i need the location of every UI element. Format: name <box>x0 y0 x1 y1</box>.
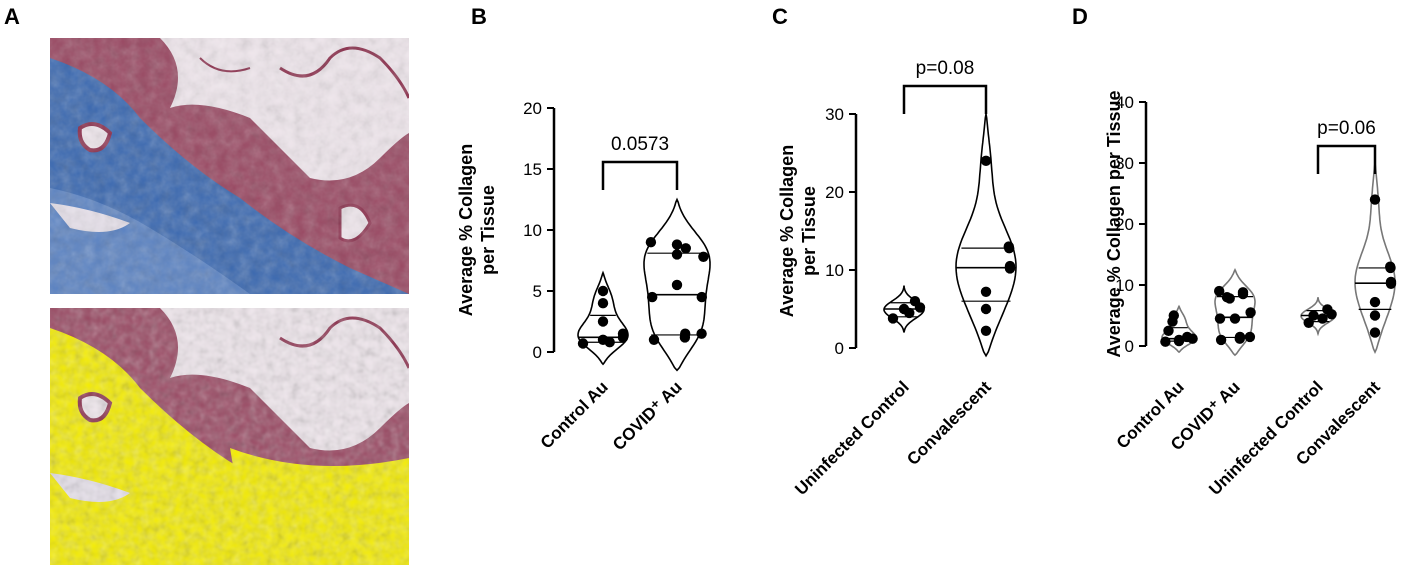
panel-b-data-point <box>671 239 683 250</box>
panel-b-y-tick-label: 15 <box>523 160 542 179</box>
panel-d-violin <box>1214 268 1256 357</box>
panel-d-data-point <box>1229 313 1241 324</box>
panel-b-significance-bracket <box>601 160 679 190</box>
panel-c-data-point <box>909 296 921 307</box>
panel-b-data-point <box>597 285 609 297</box>
panel-d-data-point <box>1221 292 1233 303</box>
panel-b-data-point <box>617 328 629 339</box>
panel-label-b: B <box>471 4 487 29</box>
panel-d-data-point <box>1385 276 1397 288</box>
panel-b-data-point <box>696 291 707 303</box>
panel-d-data-point <box>1237 287 1249 298</box>
collagen-threshold-image <box>50 308 409 565</box>
panel-b-data-point <box>671 249 683 260</box>
panel-d-p-value-label: p=0.06 <box>1317 118 1376 139</box>
panel-d-data-point <box>1317 313 1328 324</box>
panel-b-category-label: COVID⁺ Au <box>609 377 686 454</box>
panel-c-y-tick-label: 0 <box>835 339 844 358</box>
panel-c-data-point <box>1003 241 1014 252</box>
panel-c-category-label: Uninfected Control <box>791 377 913 499</box>
panel-label-d: D <box>1072 4 1088 29</box>
panel-c-significance-bracket <box>902 84 988 114</box>
panel-c-data-point <box>980 325 992 336</box>
panel-b-data-point <box>645 237 657 248</box>
panel-c-violin <box>955 113 1017 358</box>
panel-d-data-point <box>1322 304 1333 315</box>
panel-b-y-tick-label: 10 <box>523 221 542 240</box>
panel-c-y-tick-label: 10 <box>825 261 844 280</box>
panel-label-a: A <box>4 4 20 29</box>
panel-b-p-value-label: 0.0573 <box>611 134 669 155</box>
panel-d-violin <box>1354 162 1396 354</box>
panel-b-data-point <box>647 291 658 303</box>
panel-b-data-point <box>577 338 589 349</box>
masson-trichrome-image <box>50 38 409 294</box>
panel-d-data-point <box>1369 327 1381 338</box>
panel-d-y-tick-label: 40 <box>1115 93 1134 112</box>
panel-c-y-tick-label: 20 <box>825 183 844 202</box>
panel-d-data-point <box>1244 331 1256 343</box>
panel-c-p-value-label: p=0.08 <box>916 58 975 79</box>
panel-b-data-point <box>597 316 609 327</box>
panel-c-data-point <box>1004 260 1016 272</box>
panel-d-y-tick-label: 20 <box>1115 215 1134 234</box>
panel-d-data-point <box>1245 307 1256 318</box>
panel-b-data-point <box>648 334 660 345</box>
panel-label-c: C <box>772 4 788 29</box>
panel-b-data-point <box>597 334 609 345</box>
panel-c-data-point <box>980 286 992 297</box>
panel-b-data-point <box>671 279 683 291</box>
panel-b-violin <box>643 197 711 372</box>
panel-d-data-point <box>1308 310 1319 321</box>
panel-c-data-point <box>980 155 992 166</box>
panel-b-data-point <box>680 243 691 254</box>
panel-b-data-point <box>696 328 707 339</box>
panel-b-category-label: Control Au <box>537 377 612 452</box>
panel-d-data-point <box>1182 331 1193 343</box>
panel-d-data-point <box>1369 194 1381 205</box>
panel-c-data-point <box>898 303 910 315</box>
panel-d-data-point <box>1173 334 1185 346</box>
panel-d-data-point <box>1385 261 1396 272</box>
panel-d-data-point <box>1234 331 1246 343</box>
panel-d-significance-bracket <box>1316 144 1377 174</box>
panel-c-y-axis-label: per Tissue <box>799 186 819 276</box>
panel-b-data-point <box>597 298 609 309</box>
panel-c-data-point <box>887 313 899 324</box>
panel-d-y-tick-label: 0 <box>1125 337 1134 356</box>
panel-b-data-point <box>680 328 691 339</box>
panel-d-data-point <box>1163 325 1174 336</box>
panel-d-data-point <box>1214 285 1225 297</box>
panel-b-data-point <box>698 251 709 262</box>
panel-c-y-tick-label: 30 <box>825 105 844 124</box>
panel-d-data-point <box>1160 336 1171 347</box>
panel-c-category-label: Convalescent <box>903 377 995 469</box>
panel-b-y-axis-label: per Tissue <box>478 185 498 275</box>
panel-b-y-tick-label: 0 <box>533 343 542 362</box>
panel-d-data-point <box>1369 310 1381 321</box>
panel-d-data-point <box>1369 296 1381 308</box>
panel-b-y-tick-label: 5 <box>533 282 542 301</box>
panel-b-y-axis-label: Average % Collagen <box>456 144 476 316</box>
panel-c-y-axis-label: Average % Collagen <box>777 145 797 317</box>
panel-d-data-point <box>1214 313 1226 324</box>
panel-d-data-point <box>1168 310 1180 321</box>
panel-d-data-point <box>1215 334 1227 346</box>
panel-d-y-axis-label: Average % Collagen per Tissue <box>1104 90 1124 357</box>
panel-d-y-tick-label: 30 <box>1115 154 1134 173</box>
panel-d-y-tick-label: 10 <box>1115 276 1134 295</box>
panel-c-data-point <box>980 303 992 315</box>
panel-b-y-tick-label: 20 <box>523 99 542 118</box>
